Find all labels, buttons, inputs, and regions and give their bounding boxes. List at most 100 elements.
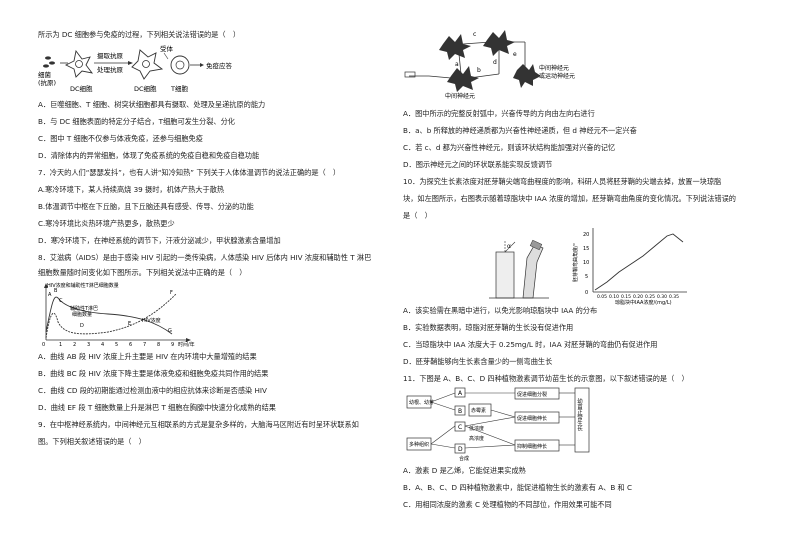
hormone-b-box bbox=[454, 405, 466, 416]
q10-x-label: 琼脂块中IAA浓度/(mg/L) bbox=[615, 299, 672, 306]
promote-div-label: 促进细胞分裂 bbox=[517, 391, 547, 398]
q8-option-d: D．曲线 EF 段 T 细胞数量上升是淋巴 T 细胞在胸腺中快速分化成熟的结果 bbox=[38, 403, 276, 412]
label-b: b bbox=[477, 67, 481, 74]
antigen-label: (抗原) bbox=[38, 78, 56, 87]
q11-option-a: A．激素 D 是乙烯，它能促进果实成熟 bbox=[403, 466, 526, 475]
agar-block-icon bbox=[529, 239, 543, 251]
svg-text:1: 1 bbox=[59, 342, 62, 348]
tissue-label: 多种组织 bbox=[409, 441, 429, 448]
point-g: G bbox=[168, 328, 172, 334]
gibberellin-label: 赤霉素 bbox=[471, 407, 486, 414]
t-cell-label: T细胞 bbox=[170, 84, 188, 93]
inter-neuron-label: 中间神经元 bbox=[445, 92, 475, 100]
hormone-a-box bbox=[454, 387, 466, 398]
neuron-bottom-icon bbox=[447, 66, 479, 92]
q10-stem-2: 块，如左图所示，右图表示随着琼脂块中 IAA 浓度的增加，胚芽鞘弯曲角度的变化情… bbox=[403, 194, 736, 203]
svg-text:3: 3 bbox=[87, 342, 90, 348]
curve1-label: 辅助性T淋巴 bbox=[70, 305, 98, 312]
svg-text:8: 8 bbox=[157, 342, 160, 348]
q10-x-ticks: 0.05 0.10 0.15 0.20 0.25 0.30 0.35 bbox=[597, 294, 679, 300]
svg-text:7: 7 bbox=[143, 342, 146, 348]
capture-label: 摄取抗原 bbox=[97, 51, 124, 60]
q8-option-a: A．曲线 AB 段 HIV 浓度上升主要是 HIV 在内环境中大量增殖的结果 bbox=[38, 352, 257, 361]
promote-div-box bbox=[514, 387, 560, 400]
x-axis-title: 时间/年 bbox=[178, 341, 195, 348]
coleoptile-bent-icon bbox=[522, 243, 544, 299]
y-axis-title: HIV浓度和辅助性T淋巴细胞数量 bbox=[47, 282, 119, 289]
curve1-label-b: 细胞数量 bbox=[72, 311, 92, 318]
label-e: e bbox=[513, 51, 517, 58]
germ-label: 细菌 bbox=[38, 70, 52, 79]
high-conc-label: 高浓度 bbox=[469, 435, 484, 442]
low-conc-label: 低浓度 bbox=[469, 425, 484, 432]
q7-option-c: C.寒冷环境比炎热环境产热更多，散热更少 bbox=[38, 219, 175, 228]
result-box bbox=[574, 387, 590, 453]
q10-stem-1: 10．为探究生长素浓度对胚芽鞘尖端弯曲程度的影响，科研人员将胚芽鞘的尖端去掉，放… bbox=[403, 177, 722, 186]
q8-figure: HIV浓度和辅助性T淋巴细胞数量 辅助性T淋巴 细胞数量 HIV浓度 A B C… bbox=[42, 282, 195, 348]
q10-option-d: D．胚芽鞘能够向生长素含量少的一侧弯曲生长 bbox=[403, 357, 553, 366]
q6-stem: 所示为 DC 细胞参与免疫的过程，下列相关说法错误的是（ ） bbox=[38, 30, 241, 39]
t-cell-curve bbox=[45, 296, 173, 335]
svg-text:0.15: 0.15 bbox=[621, 294, 631, 300]
label-a: a bbox=[455, 61, 459, 68]
curve2-label: HIV浓度 bbox=[142, 317, 161, 324]
neuron-text-1: 中间神经元 bbox=[539, 64, 569, 72]
label-c: c bbox=[473, 31, 476, 38]
q11-option-c: C．用相同浓度的激素 C 处理植物的不同部位，作用效果可能不同 bbox=[403, 500, 612, 509]
inhibit-el-box bbox=[514, 439, 560, 452]
hormone-d: D bbox=[458, 446, 463, 453]
svg-text:2: 2 bbox=[73, 342, 76, 348]
result-label: 幼苗正常生长 bbox=[576, 397, 583, 433]
hiv-curve bbox=[45, 293, 177, 339]
dc-cell-2-icon bbox=[131, 49, 164, 80]
point-e: E bbox=[128, 321, 131, 327]
q10-option-b: B．实验数据表明，琼脂对胚芽鞘的生长没有促进作用 bbox=[403, 323, 574, 332]
point-a: A bbox=[48, 292, 52, 298]
synth-label: 合成 bbox=[459, 455, 469, 462]
hormone-a: A bbox=[458, 390, 463, 397]
seedling-label: 幼根、幼芽 bbox=[409, 399, 434, 406]
svg-text:5: 5 bbox=[115, 342, 118, 348]
q8-option-c: C．曲线 CD 段的初期能通过检测血液中的相应抗体来诊断是否感染 HIV bbox=[38, 386, 267, 395]
promote-el-box bbox=[514, 411, 560, 424]
q9-option-d: D．图示神经元之间的环状联系能实现反馈调节 bbox=[403, 160, 553, 169]
q7-option-d: D．寒冷环境下，在神经系统的调节下，汗液分泌减少，甲状腺激素含量增加 bbox=[38, 236, 281, 245]
svg-text:15: 15 bbox=[583, 246, 589, 252]
svg-text:6: 6 bbox=[129, 342, 132, 348]
dc-cell-label-2: DC细胞 bbox=[134, 84, 157, 93]
svg-text:0.10: 0.10 bbox=[609, 294, 619, 300]
q10-curve bbox=[594, 233, 684, 291]
q6-option-d: D．清除体内的异常细胞，体现了免疫系统的免疫自稳和免疫自稳功能 bbox=[38, 151, 260, 160]
coleoptile-left-icon bbox=[495, 251, 515, 299]
point-c: C bbox=[59, 298, 63, 304]
q9-figure: c a d e b 中间神经元 或运动神经元 中间神经元 bbox=[404, 30, 575, 100]
q6-figure: 细菌 (抗原) DC细胞 摄取抗原 处理抗原 DC细胞 受体 T细胞 免疫应答 bbox=[38, 44, 233, 93]
svg-text:0: 0 bbox=[42, 342, 45, 348]
q11-stem: 11．下图是 A、B、C、D 四种植物激素调节幼苗生长的示意图，以下叙述错误的是… bbox=[403, 374, 689, 383]
svg-text:0.25: 0.25 bbox=[645, 294, 655, 300]
q10-stem-3: 是（ ） bbox=[403, 211, 432, 220]
q6-option-c: C．图中 T 细胞不仅参与体液免疫，还参与细胞免疫 bbox=[38, 134, 203, 143]
q9-stem-1: 9．在中枢神经系统内，中间神经元互相联系的方式是复杂多样的，大脑海马区附近有时呈… bbox=[38, 420, 359, 429]
q11-figure: 幼根、幼芽 多种组织 A B 赤霉素 C 低浓度 高浓度 D 合成 促进细胞分裂… bbox=[406, 387, 590, 462]
alpha-label: α bbox=[507, 243, 511, 250]
point-b: B bbox=[54, 288, 58, 294]
q6-option-b: B．与 DC 细胞表面的特定分子结合，T细胞可发生分裂、分化 bbox=[38, 117, 235, 126]
neuron-top-right-icon bbox=[483, 30, 515, 56]
receptor-label: 受体 bbox=[160, 44, 174, 53]
q7-stem: 7．冷天的人们“瑟瑟发抖”，也有人讲“知冷知热” 下列关于人体体温调节的说法正确… bbox=[38, 168, 341, 177]
svg-text:9: 9 bbox=[171, 342, 174, 348]
q10-option-c: C．当琼脂块中 IAA 浓度大于 0.25mg/L 时，IAA 对胚芽鞘的弯曲仍… bbox=[403, 340, 658, 349]
hormone-c: C bbox=[458, 424, 462, 431]
q9-option-b: B．a、b 所释放的神经递质都为兴奋性神经递质，但 d 神经元不一定兴奋 bbox=[403, 126, 637, 135]
hormone-d-box bbox=[454, 443, 466, 454]
q7-option-b: B.体温调节中枢在下丘脑，且下丘脑还具有感受、传导、分泌的功能 bbox=[38, 202, 254, 211]
label-d: d bbox=[493, 59, 497, 66]
point-d: D bbox=[80, 323, 84, 329]
q7-option-a: A.寒冷环境下，某人持续高烧 39 摄时，机体产热大于散热 bbox=[38, 185, 225, 194]
neuron-top-left-icon bbox=[439, 34, 471, 60]
q8-stem-1: 8．艾滋病（AIDS）是由于感染 HIV 引起的一类传染病，人体感染 HIV 后… bbox=[38, 253, 372, 262]
svg-text:0.20: 0.20 bbox=[633, 294, 643, 300]
dc-cell-label: DC细胞 bbox=[70, 84, 93, 93]
